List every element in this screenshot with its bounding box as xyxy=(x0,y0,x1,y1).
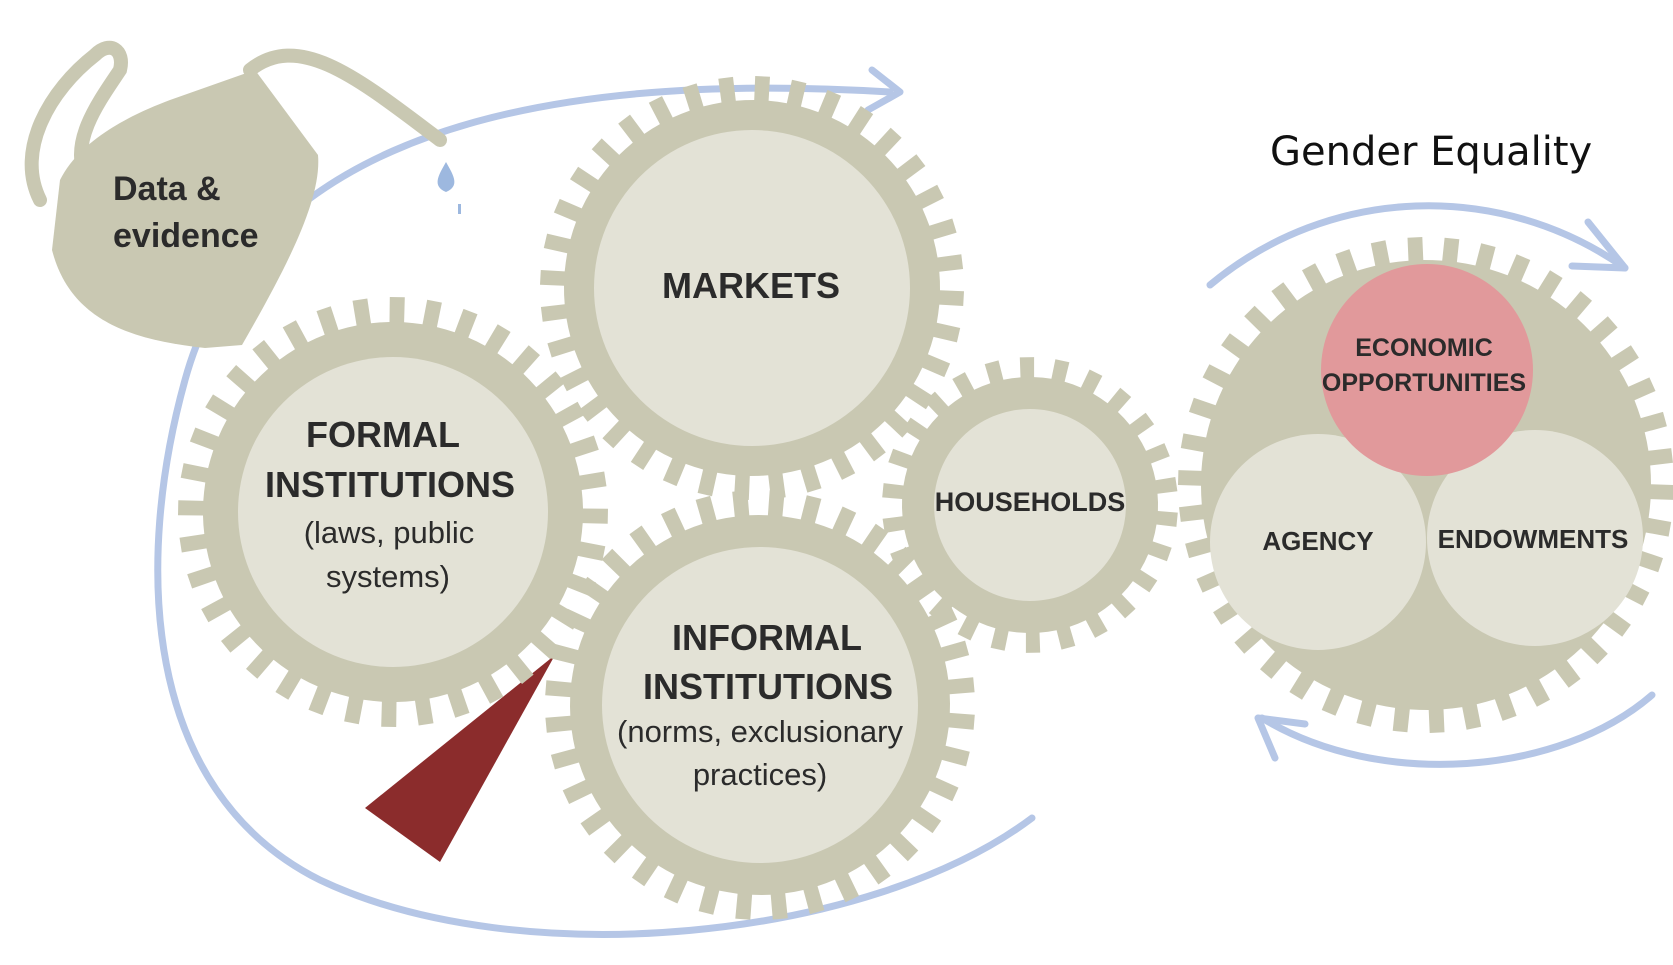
data-evidence-label-line1: Data & xyxy=(113,170,221,208)
informal-label-line1: INFORMAL xyxy=(672,617,862,658)
informal-label-line3: (norms, exclusionary xyxy=(617,714,903,749)
economic-opportunities-circle xyxy=(1321,264,1533,476)
informal-label-line4: practices) xyxy=(693,757,827,792)
informal-institutions-gear-hub xyxy=(602,547,918,863)
agency-circle xyxy=(1210,434,1426,650)
data-evidence-label-line2: evidence xyxy=(113,217,259,255)
formal-label-line4: systems) xyxy=(326,559,450,594)
economic-label-line2: OPPORTUNITIES xyxy=(1322,369,1526,397)
informal-label-line2: INSTITUTIONS xyxy=(643,666,893,707)
markets-gear-hub xyxy=(594,130,910,446)
formal-institutions-gear xyxy=(178,297,608,727)
formal-label-line2: INSTITUTIONS xyxy=(265,464,515,505)
right-bottom-cycle-arrow xyxy=(1258,691,1656,768)
households-gear xyxy=(882,357,1178,653)
formal-label-line3: (laws, public xyxy=(304,515,475,550)
right-bottom-arrowhead-icon xyxy=(1254,714,1309,762)
households-gear-hub xyxy=(934,409,1126,601)
agency-label: AGENCY xyxy=(1262,526,1373,556)
markets-label: MARKETS xyxy=(662,265,840,306)
main-cycle-arrow xyxy=(154,84,1036,938)
informal-institutions-gear xyxy=(545,490,975,920)
oil-drop-icon xyxy=(437,162,455,192)
main-cycle-arrowhead-icon xyxy=(864,66,904,114)
right-top-cycle-arrow xyxy=(1206,202,1629,289)
red-wedge-icon xyxy=(365,655,555,862)
endowments-circle xyxy=(1427,430,1643,646)
diagram-title: Gender Equality xyxy=(1270,129,1592,175)
endowments-label: ENDOWMENTS xyxy=(1438,524,1629,554)
economic-label-line1: ECONOMIC xyxy=(1355,334,1493,362)
right-top-arrowhead-icon xyxy=(1568,218,1629,272)
markets-gear xyxy=(540,76,964,500)
formal-institutions-gear-hub xyxy=(238,357,548,667)
oil-drop-trail-icon xyxy=(458,204,461,214)
oil-can-icon xyxy=(24,40,461,348)
households-label: HOUSEHOLDS xyxy=(935,487,1126,517)
formal-label-line1: FORMAL xyxy=(306,414,460,455)
